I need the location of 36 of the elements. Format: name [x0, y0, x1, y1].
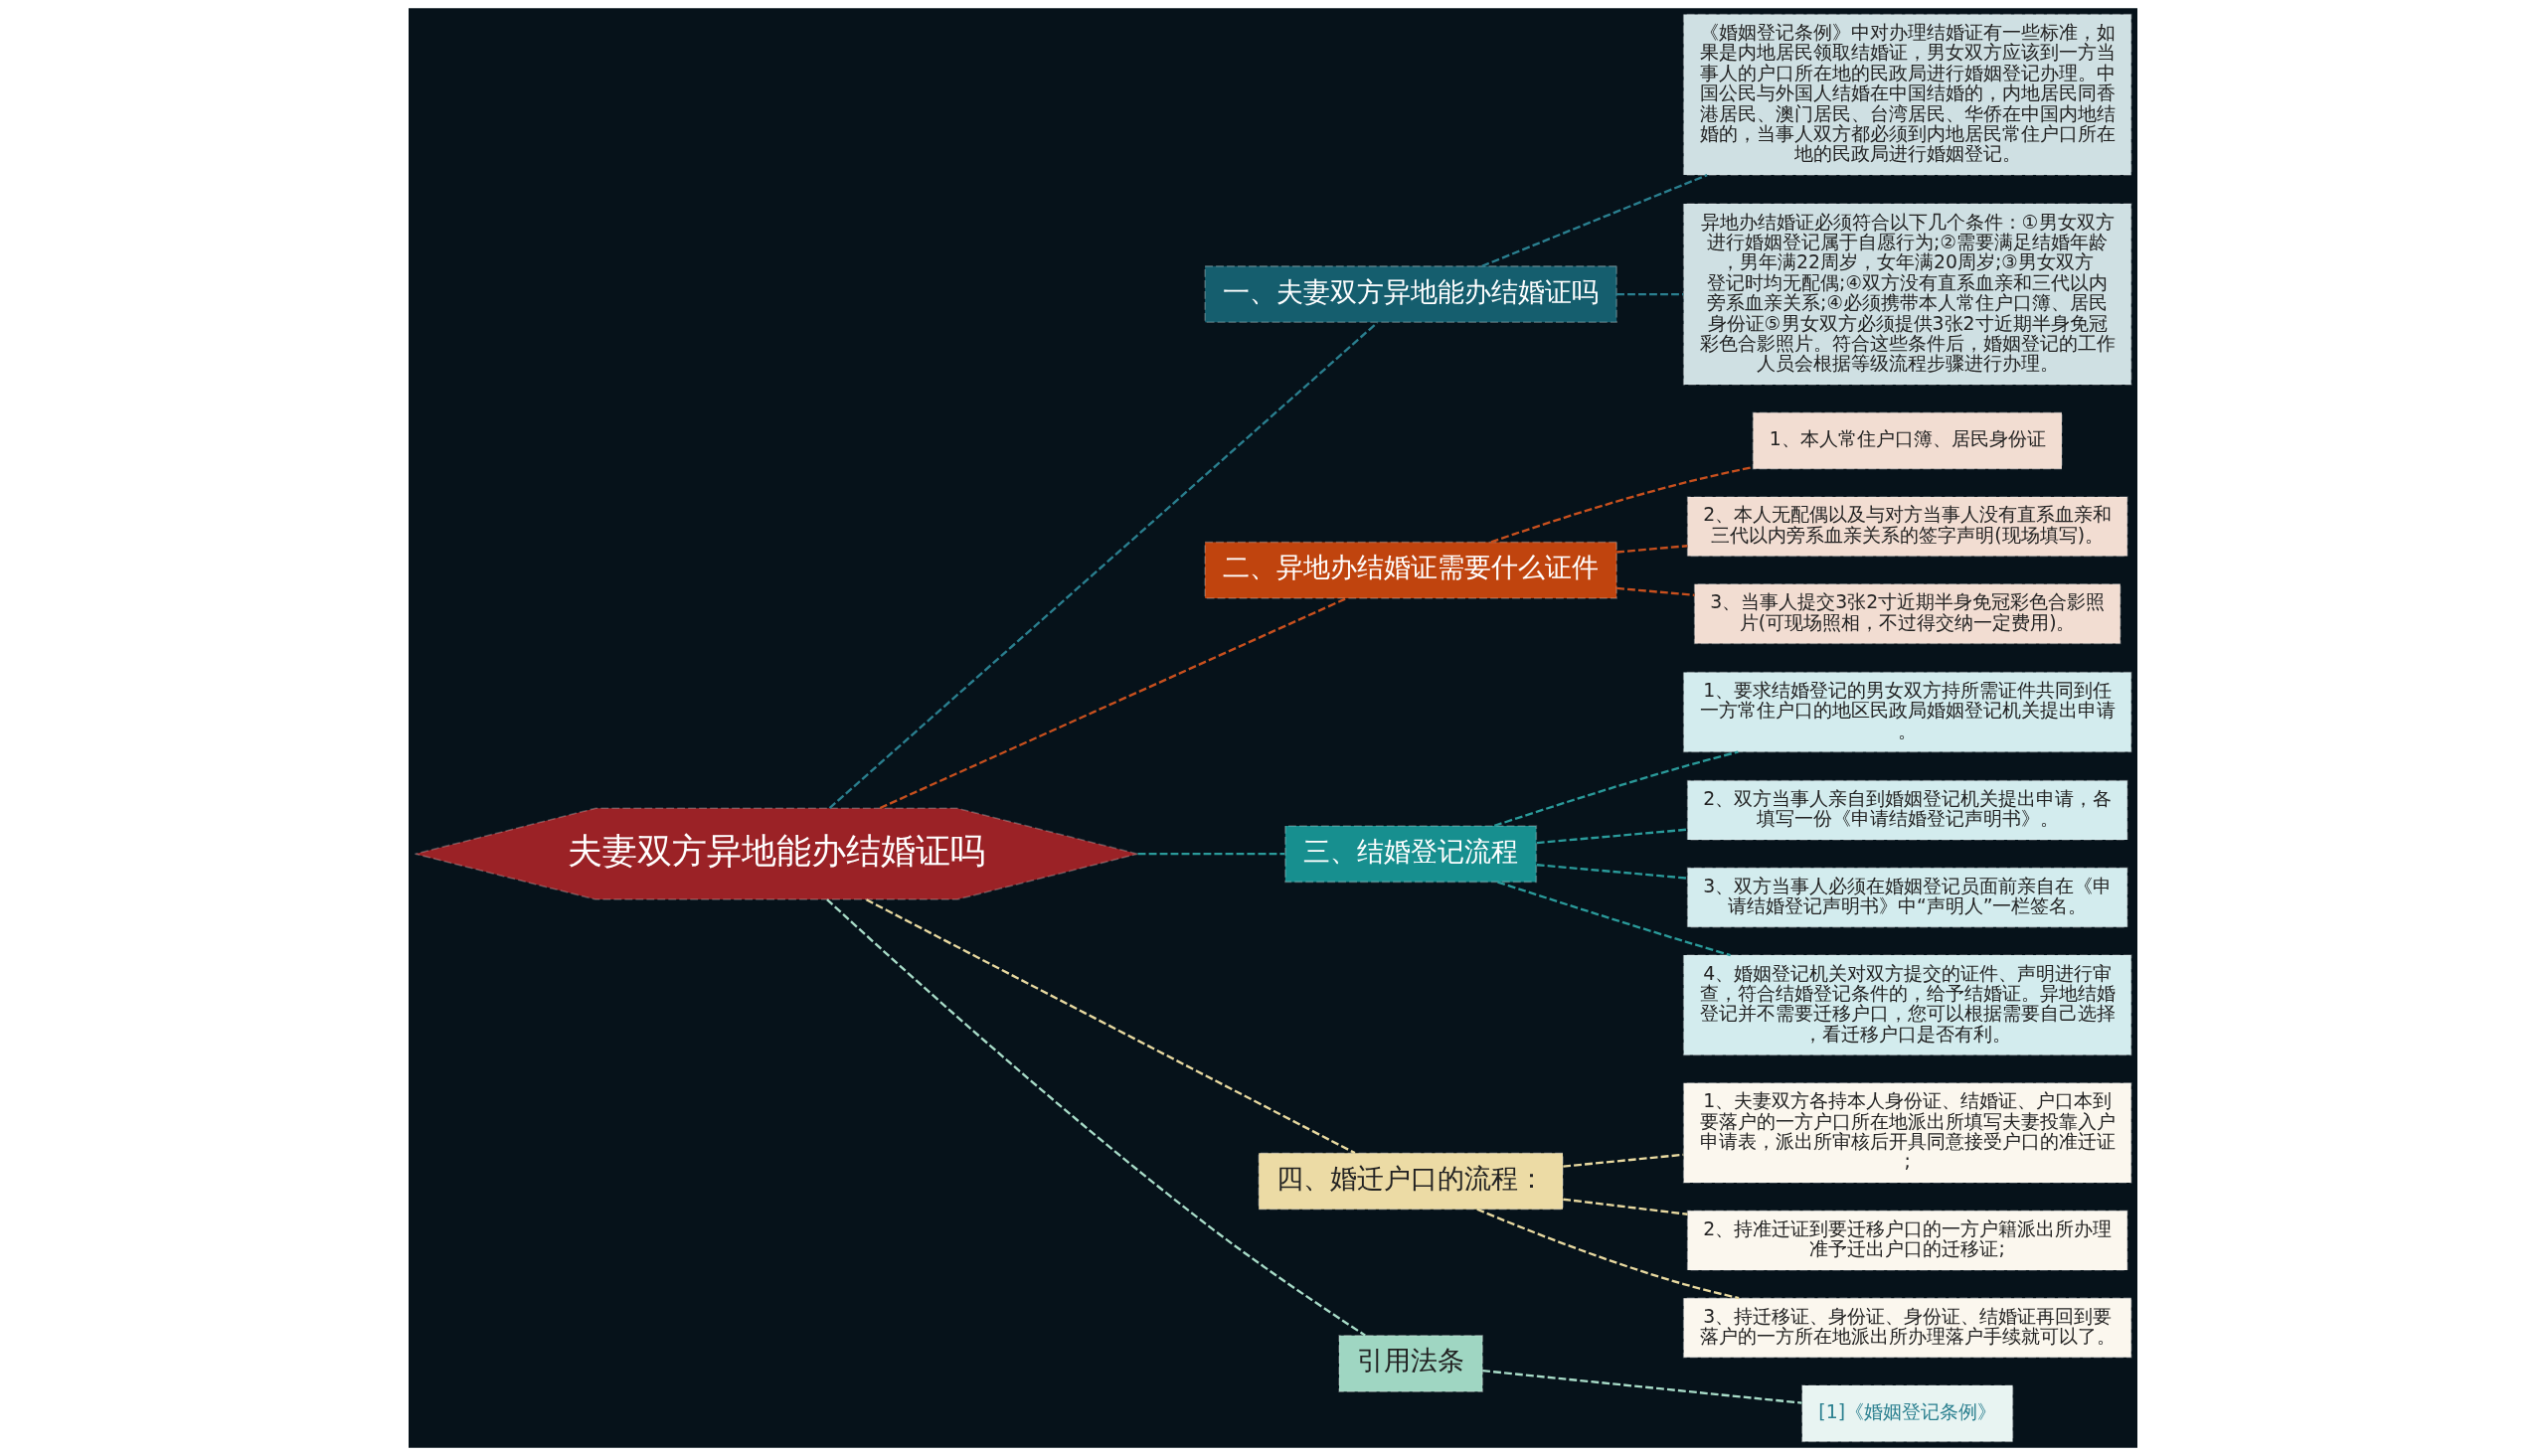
node-box: 1、要求结婚登记的男女双方持所需证件共同到任一方常住户口的地区民政局婚姻登记机关提出申请。 [1682, 671, 2131, 753]
node-box: 4、婚姻登记机关对双方提交的证件、声明进行审查，符合结婚登记条件的，给予结婚证。异地结婚登记并不需要迁移户口，您可以根据需要自己选择，看迁移户口是否有利。 [1682, 954, 2131, 1056]
connector [1536, 828, 1687, 845]
node-box: 3、当事人提交3张2寸近期半身免冠彩色合影照片(可现场照相，不过得交纳一定费用)。 [1693, 583, 2121, 645]
node-box: 一、夫妻双方异地能办结婚证吗 [1203, 265, 1617, 324]
connector [1615, 292, 1683, 296]
node-box: 1、夫妻双方各持本人身份证、结婚证、户口本到要落户的一方户口所在地派出所填写夫妻投靠入户申请表，派出所审核后开具同意接受户口的准迁证; [1682, 1081, 2131, 1184]
node-box: 三、结婚登记流程 [1283, 825, 1537, 884]
node-box: 2、双方当事人亲自到婚姻登记机关提出申请，各填写一份《申请结婚登记声明书》。 [1686, 779, 2128, 841]
connector [1475, 1208, 1739, 1300]
connector [1493, 750, 1739, 827]
node-box: 四、婚迁户口的流程： [1257, 1152, 1564, 1211]
connector [828, 321, 1378, 809]
node-box: 2、持准迁证到要迁移户口的一方户籍派出所办理准予迁出户口的迁移证; [1686, 1210, 2128, 1271]
node-box: 1、本人常住户口簿、居民身份证 [1752, 411, 2063, 470]
node-box: 《婚姻登记条例》中对办理结婚证有一些标准，如果是内地居民领取结婚证，男女双方应该到一方当事人的户口所在地的民政局进行婚姻登记办理。中国公民与外国人结婚在中国结婚的，内地居民同香港居民、澳门居民、台湾居民、华侨在中国内地结婚的，当事人双方都必须到内地居民常住户口所在地的民政局进行婚姻登记。 [1682, 13, 2131, 176]
connector [1496, 881, 1731, 957]
node-box: 二、异地办结婚证需要什么证件 [1203, 541, 1617, 599]
connector [1615, 545, 1687, 554]
connector [879, 596, 1347, 810]
connector [1536, 864, 1687, 880]
connector [1137, 852, 1284, 856]
node-box: 3、持迁移证、身份证、身份证、结婚证再回到要落户的一方所在地派出所办理落户手续就可以了。 [1682, 1297, 2131, 1359]
node-box: [1]《婚姻登记条例》 [1800, 1384, 2013, 1443]
connector [1615, 586, 1695, 596]
connector [1480, 174, 1708, 267]
connector [865, 898, 1355, 1155]
connector [825, 898, 1366, 1337]
node-box: 引用法条 [1337, 1335, 1483, 1393]
connector [1562, 1153, 1683, 1168]
node-box: 3、双方当事人必须在婚姻登记员面前亲自在《申请结婚登记声明书》中“声明人”一栏签名。 [1686, 867, 2128, 928]
connector [1490, 465, 1753, 544]
node-box: 异地办结婚证必须符合以下几个条件：①男女双方进行婚姻登记属于自愿行为;②需要满足结婚年龄，男年满22周岁，女年满20周岁;③男女双方登记时均无配偶;④双方没有直系血亲和三代以内旁系血亲关系;④必须携带本人常住户口簿、居民身份证⑤男女双方必须提供3张2寸近期半身免冠彩色合影照片。符合这些条件后，婚姻登记的工作人员会根据等级流程步骤进行办理。 [1682, 203, 2131, 386]
node-box: 2、本人无配偶以及与对方当事人没有直系血亲和三代以内旁系血亲关系的签字声明(现场填写)。 [1686, 496, 2128, 558]
connector [1562, 1198, 1688, 1215]
connector [1481, 1370, 1802, 1404]
